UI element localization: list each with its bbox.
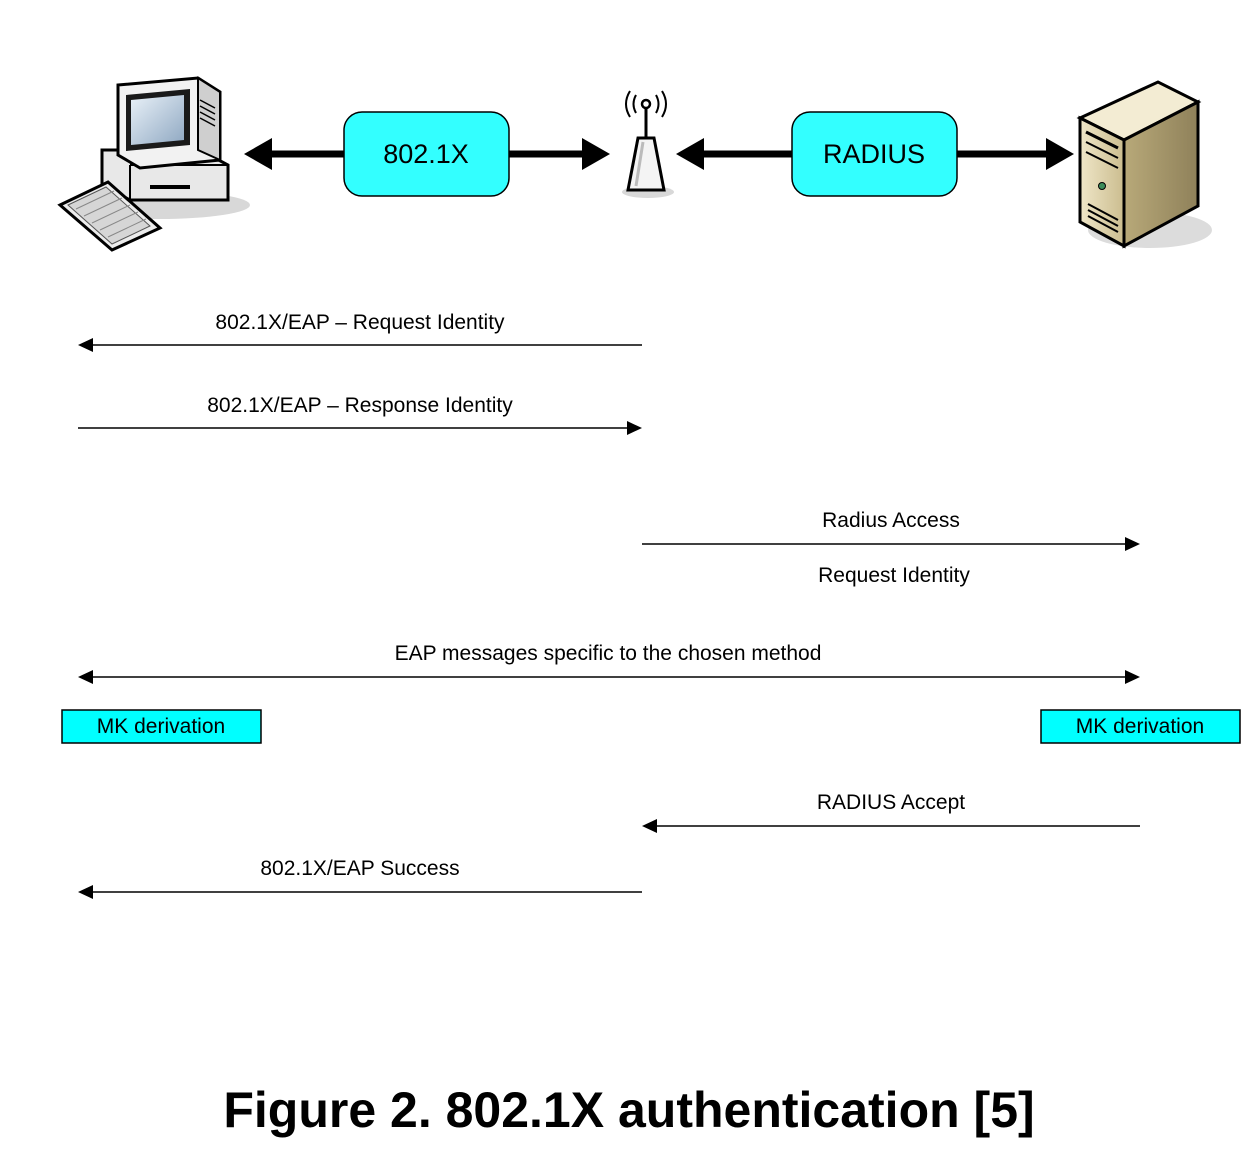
mk-derivation-server: MK derivation [1040,709,1241,744]
wireless-access-point-icon [622,90,674,198]
message-eap-method: EAP messages specific to the chosen meth… [78,642,1140,684]
protocol-box-radius: RADIUS [791,111,958,197]
message-label: 802.1X/EAP Success [260,857,459,880]
mk-derivation-label: MK derivation [1076,715,1204,738]
mk-derivation-client: MK derivation [61,709,262,744]
message-label: EAP messages specific to the chosen meth… [395,642,822,665]
message-request-identity: 802.1X/EAP – Request Identity [78,311,642,352]
protocol-label-radius: RADIUS [823,139,925,169]
message-label: 802.1X/EAP – Response Identity [207,394,513,417]
message-radius-access-request: Radius Access Request Identity [642,509,1140,587]
message-eap-success: 802.1X/EAP Success [78,857,642,899]
desktop-computer-icon [57,76,250,252]
mk-derivation-label: MK derivation [97,715,225,738]
message-response-identity: 802.1X/EAP – Response Identity [78,394,642,435]
message-label-second-line: Request Identity [818,564,970,587]
message-radius-accept: RADIUS Accept [642,791,1140,833]
protocol-box-8021x: 802.1X [343,111,510,197]
message-label: RADIUS Accept [817,791,965,814]
server-tower-icon [1076,80,1212,249]
figure-caption: Figure 2. 802.1X authentication [5] [223,1082,1035,1138]
protocol-label-8021x: 802.1X [383,139,469,169]
message-label: Radius Access [822,509,960,532]
message-label: 802.1X/EAP – Request Identity [215,311,505,334]
